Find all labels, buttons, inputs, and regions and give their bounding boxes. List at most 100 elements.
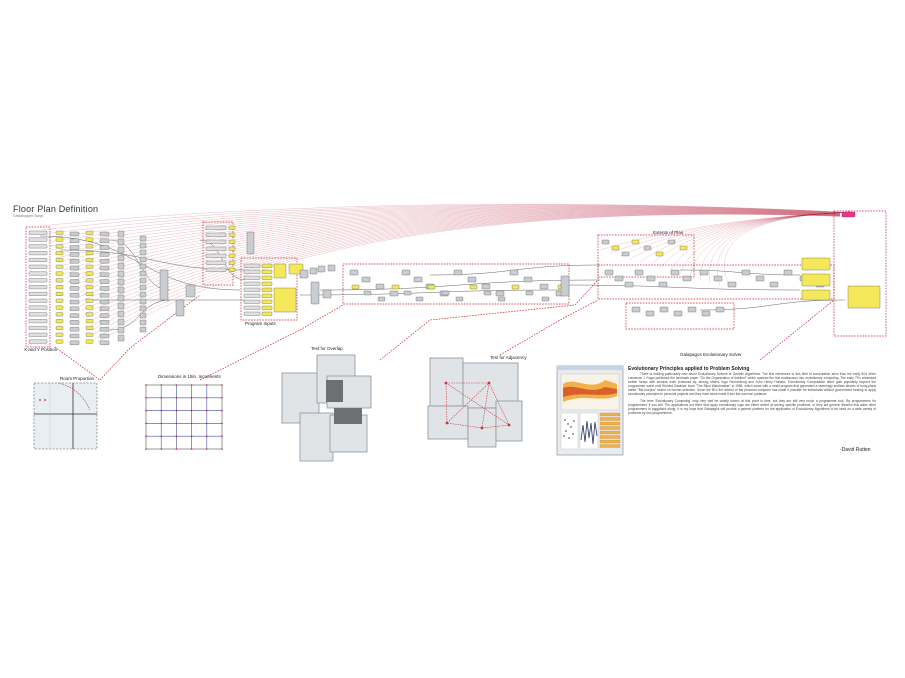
grid-point bbox=[145, 435, 147, 438]
gh-node bbox=[243, 305, 261, 310]
gh-node bbox=[273, 263, 287, 279]
gh-node bbox=[69, 306, 80, 311]
gh-node bbox=[85, 298, 94, 303]
grid-point bbox=[145, 384, 147, 386]
gh-node bbox=[55, 292, 64, 296]
grid-point bbox=[221, 422, 223, 425]
gh-node bbox=[391, 284, 400, 290]
dimensions-grid-diagram bbox=[145, 384, 223, 450]
gh-node bbox=[85, 312, 94, 317]
red-wire bbox=[65, 209, 841, 279]
label-test-overlap: Test for Overlap bbox=[311, 346, 343, 351]
gh-node bbox=[427, 284, 436, 290]
gh-node bbox=[139, 270, 147, 277]
gh-node bbox=[243, 263, 261, 268]
grid-point bbox=[221, 435, 223, 438]
gh-node bbox=[28, 305, 48, 310]
grid-point bbox=[190, 409, 193, 412]
gh-node bbox=[483, 290, 492, 296]
gh-node bbox=[604, 269, 614, 276]
gh-node bbox=[117, 230, 125, 238]
gh-node bbox=[363, 290, 372, 296]
red-wire bbox=[61, 209, 841, 271]
group-connector bbox=[499, 299, 599, 356]
gh-node bbox=[228, 260, 236, 265]
gh-node bbox=[525, 290, 534, 296]
group-connector bbox=[199, 304, 344, 381]
gh-node bbox=[375, 283, 385, 290]
gh-node bbox=[349, 269, 359, 276]
gh-node bbox=[601, 239, 610, 245]
gh-node bbox=[159, 269, 169, 301]
gh-node bbox=[117, 278, 125, 286]
gh-node bbox=[28, 292, 48, 296]
red-wire bbox=[45, 205, 841, 239]
red-wire bbox=[41, 204, 841, 231]
gh-node bbox=[667, 239, 676, 245]
galapagos-window bbox=[556, 365, 624, 456]
gh-node bbox=[228, 267, 236, 272]
gh-node bbox=[139, 242, 147, 249]
gh-node bbox=[495, 290, 505, 297]
gh-node bbox=[261, 305, 273, 310]
grid-point bbox=[221, 409, 223, 412]
gh-node bbox=[659, 306, 669, 313]
gh-node bbox=[741, 269, 751, 276]
page-subtitle: Grasshopper Script bbox=[13, 214, 44, 218]
gh-node bbox=[55, 305, 64, 310]
gh-node bbox=[117, 318, 125, 326]
gh-node bbox=[28, 237, 48, 242]
gh-node bbox=[205, 225, 227, 230]
fitness-row bbox=[599, 444, 621, 448]
gh-node bbox=[117, 270, 125, 278]
gh-node bbox=[727, 281, 737, 288]
gh-node bbox=[322, 289, 332, 299]
gh-node bbox=[55, 339, 64, 344]
gh-node bbox=[55, 278, 64, 283]
gh-node bbox=[99, 272, 110, 277]
gh-node bbox=[85, 305, 94, 310]
gh-node bbox=[377, 296, 386, 302]
gh-node bbox=[85, 271, 94, 276]
grid-point bbox=[206, 397, 208, 399]
grid-point bbox=[190, 384, 193, 386]
gh-node bbox=[85, 285, 94, 290]
gh-node bbox=[139, 326, 147, 333]
gh-node bbox=[228, 225, 236, 230]
gh-node bbox=[261, 275, 273, 280]
gh-node bbox=[841, 211, 856, 218]
gh-node bbox=[243, 281, 261, 286]
gh-node bbox=[139, 319, 147, 326]
grid-frame bbox=[145, 384, 223, 450]
gh-node bbox=[99, 340, 110, 345]
room-proportion-diagram bbox=[33, 382, 98, 450]
gh-node bbox=[415, 296, 424, 302]
gh-node bbox=[85, 258, 94, 262]
gh-node bbox=[401, 269, 411, 276]
group-box bbox=[625, 302, 735, 330]
gh-node bbox=[85, 244, 94, 249]
grid-point bbox=[175, 397, 178, 399]
gh-node bbox=[185, 284, 196, 298]
group-label-program-inputs: Program Inputs bbox=[245, 321, 276, 326]
gh-node bbox=[99, 286, 110, 291]
gh-node bbox=[117, 286, 125, 294]
grid-point bbox=[160, 409, 162, 412]
group-box bbox=[597, 234, 695, 278]
gh-node bbox=[634, 269, 644, 276]
gh-node bbox=[631, 239, 640, 245]
gh-node bbox=[658, 281, 668, 288]
grid-point bbox=[175, 409, 178, 412]
grid-point bbox=[206, 409, 208, 412]
red-wire bbox=[599, 211, 851, 251]
fitness-row bbox=[599, 426, 621, 430]
red-wire bbox=[39, 204, 841, 227]
gh-node bbox=[55, 285, 64, 290]
group-box bbox=[240, 257, 298, 321]
gh-node bbox=[99, 313, 110, 318]
grid-point bbox=[160, 397, 162, 399]
gh-node bbox=[99, 293, 110, 298]
gh-node bbox=[713, 275, 723, 282]
gh-node bbox=[69, 293, 80, 298]
